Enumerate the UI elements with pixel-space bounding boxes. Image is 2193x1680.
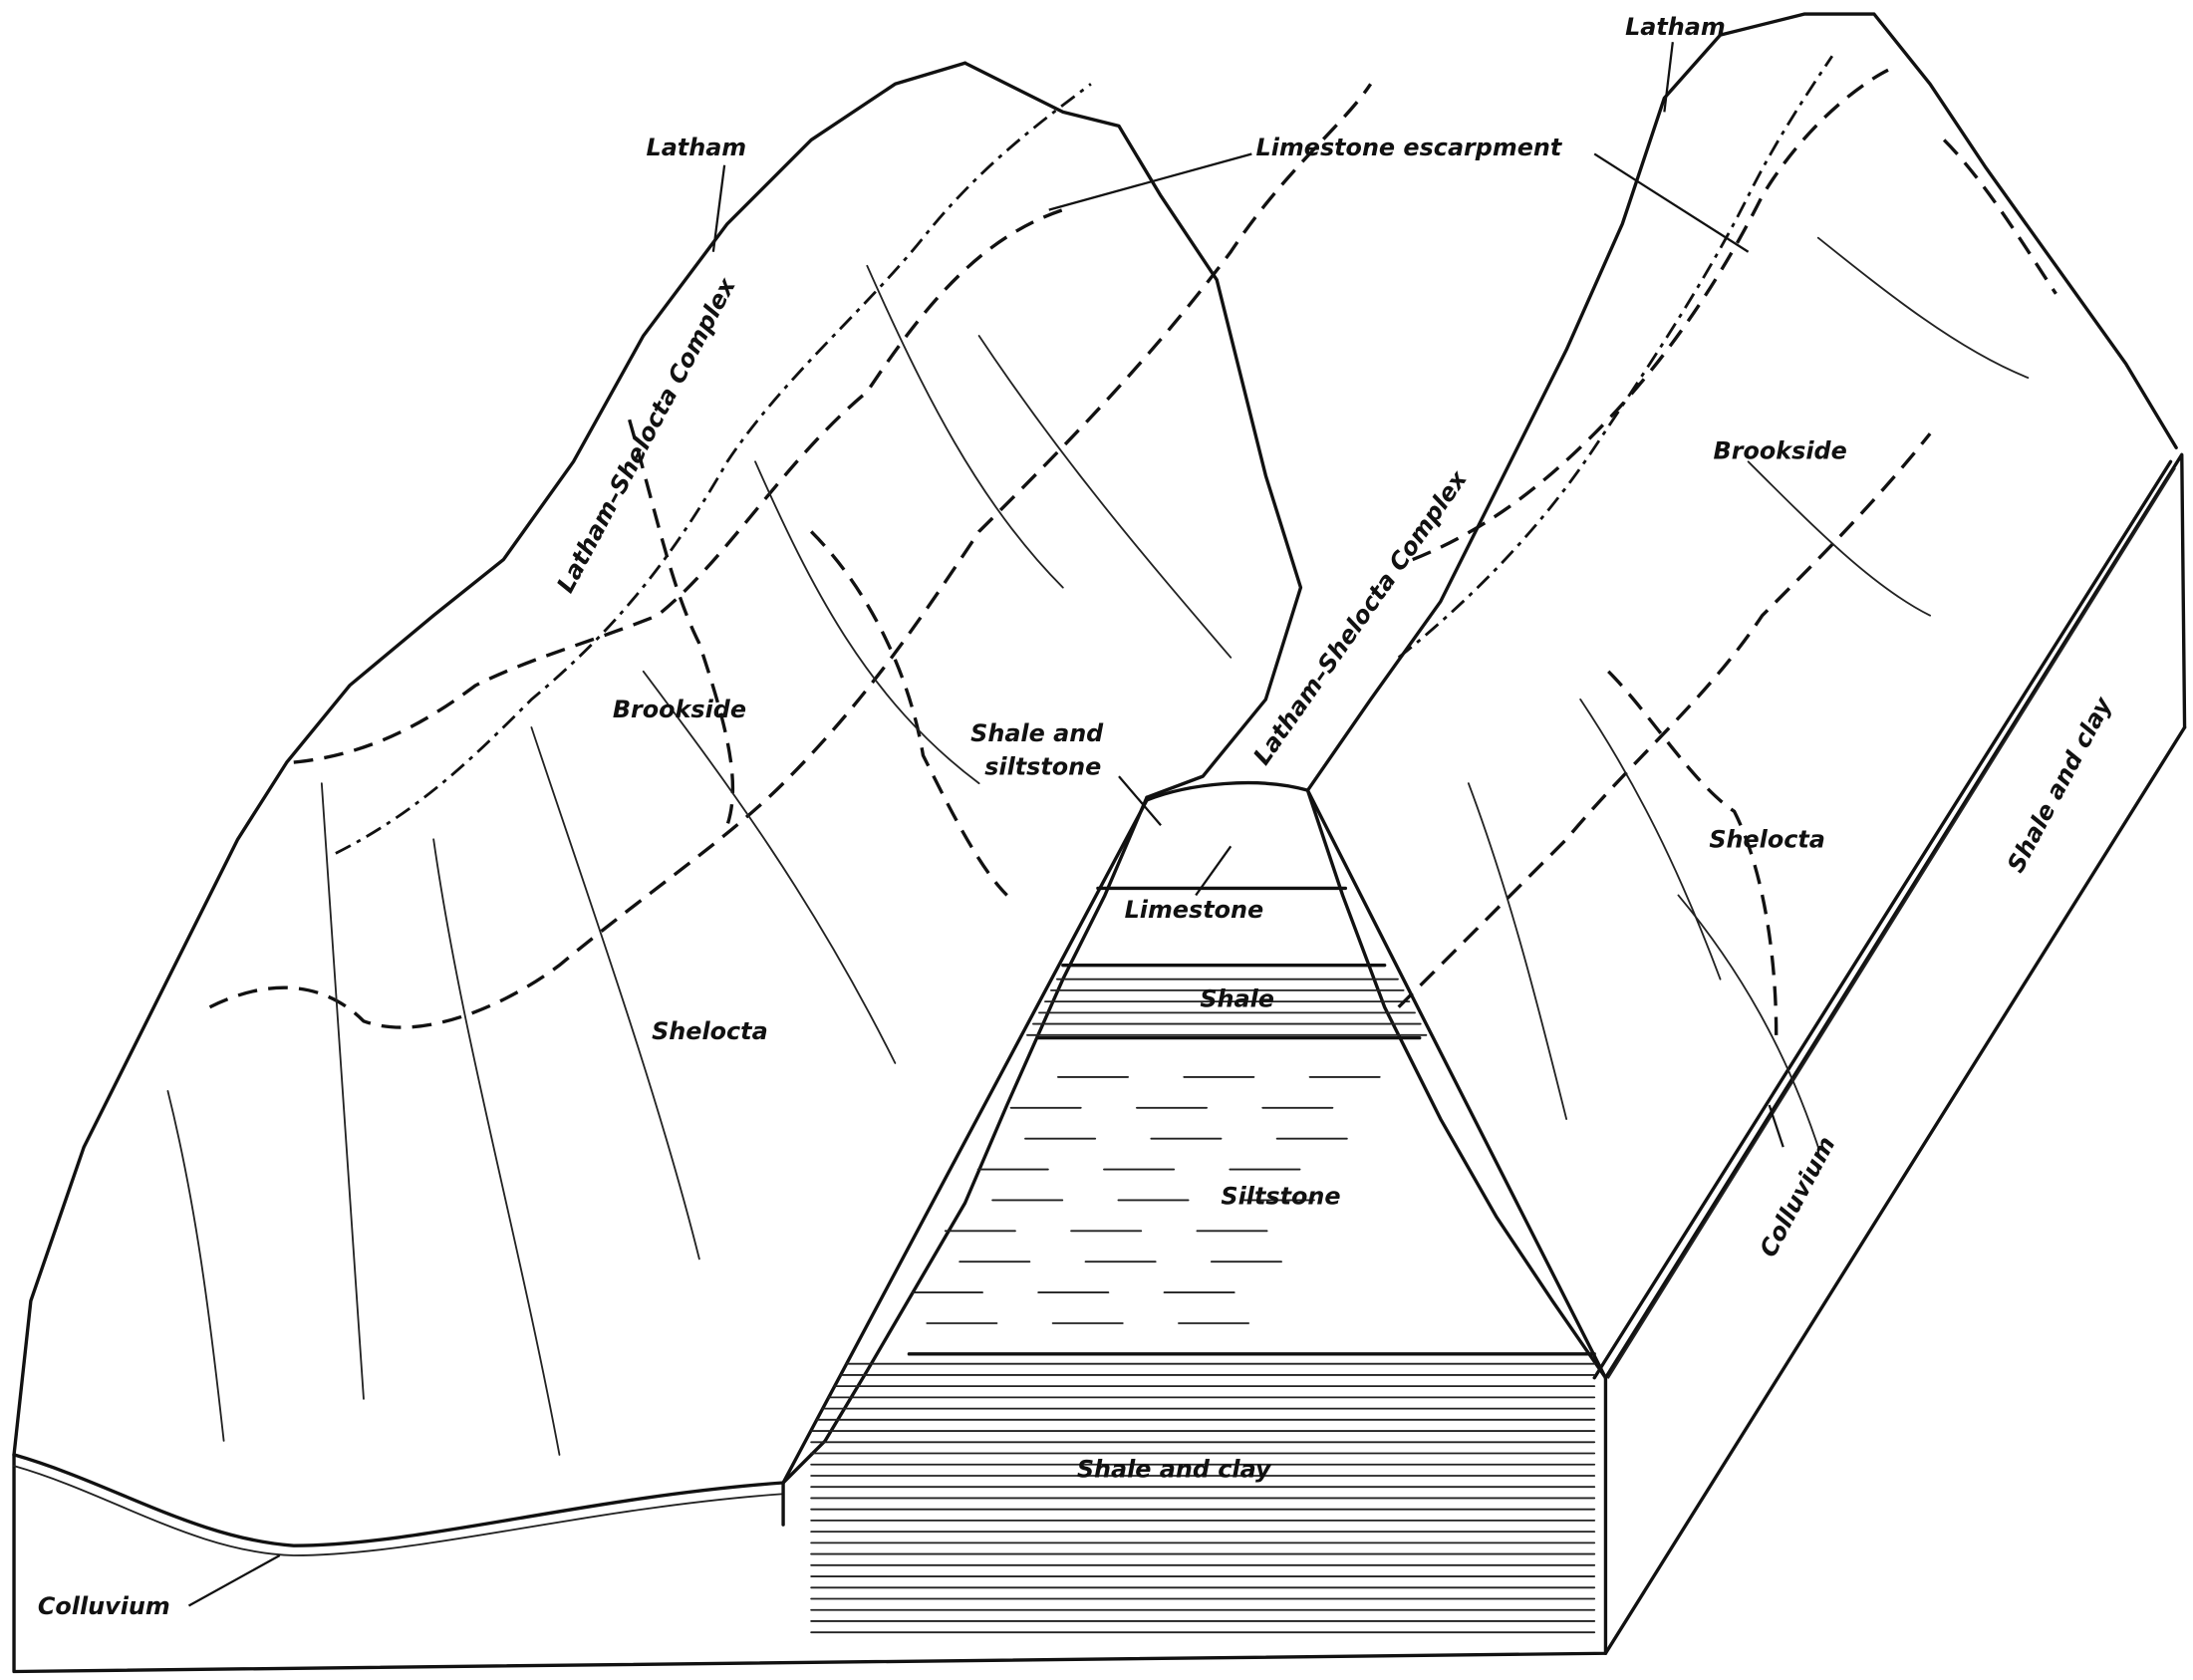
right-ridge (1305, 12, 2178, 1380)
left-ridge (12, 61, 1303, 1556)
soil-boundaries (208, 55, 2057, 1035)
strata-lines (810, 978, 1596, 1634)
label-shelocta-right: Shelocta (1709, 826, 1825, 854)
label-brookside-left: Brookside (613, 696, 746, 723)
label-brookside-right: Brookside (1714, 436, 1847, 464)
labels: Latham Latham Limestone escarpment Latha… (38, 13, 2118, 1620)
label-siltstone: Siltstone (1221, 1183, 1340, 1211)
label-complex-left: Latham–Shelocta Complex (551, 273, 741, 597)
label-latham-right: Latham (1625, 13, 1726, 41)
label-limestone-escarpment: Limestone escarpment (1256, 134, 1563, 161)
label-shale-siltstone-2: siltstone (984, 753, 1101, 781)
block-frame (12, 452, 2187, 1674)
drainage-lines (166, 236, 2030, 1456)
label-shale: Shale (1200, 985, 1274, 1013)
label-latham-left: Latham (647, 134, 747, 161)
label-shale-siltstone-1: Shale and (970, 719, 1104, 747)
label-shelocta-left: Shelocta (652, 1017, 768, 1045)
label-complex-right: Latham–Shelocta Complex (1247, 465, 1473, 770)
label-colluvium-left: Colluvium (38, 1592, 170, 1620)
label-colluvium-right: Colluvium (1754, 1132, 1840, 1261)
colluvium-surface-left (12, 1453, 785, 1547)
cross-section (781, 780, 1608, 1634)
label-limestone: Limestone (1125, 896, 1264, 924)
leader-lines (187, 42, 1784, 1607)
label-shale-clay-front: Shale and clay (1077, 1455, 1272, 1483)
